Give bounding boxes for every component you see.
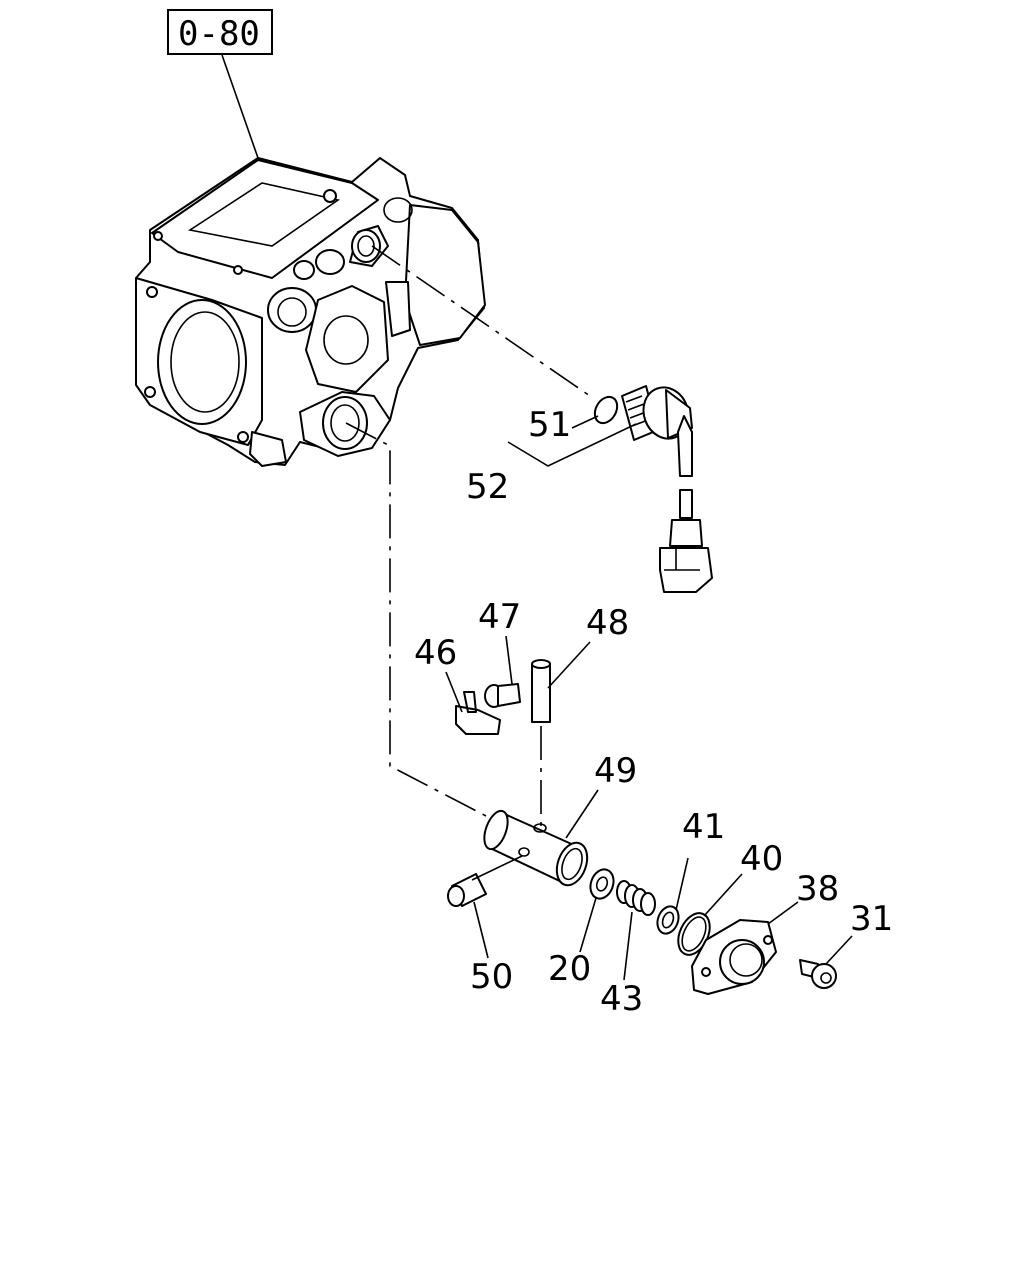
callout-52[interactable]: 52 <box>466 467 509 507</box>
callout-46[interactable]: 46 <box>414 633 457 673</box>
callout-20[interactable]: 20 <box>548 949 591 989</box>
screw-47[interactable] <box>484 683 521 708</box>
pin-48[interactable] <box>531 659 551 723</box>
cover-38[interactable] <box>691 919 777 995</box>
callout-51[interactable]: 51 <box>528 405 571 445</box>
sleeve-49[interactable] <box>480 808 593 890</box>
callout-41[interactable]: 41 <box>682 807 725 847</box>
callout-43[interactable]: 43 <box>600 979 643 1019</box>
spring-43[interactable] <box>616 880 656 916</box>
callout-50[interactable]: 50 <box>470 957 513 997</box>
callout-40[interactable]: 40 <box>740 839 783 879</box>
reference-box[interactable]: 0-80 <box>167 9 273 55</box>
callout-31[interactable]: 31 <box>850 899 893 939</box>
sensor-52[interactable] <box>621 381 713 593</box>
washer-20[interactable] <box>587 866 618 902</box>
callout-48[interactable]: 48 <box>586 603 629 643</box>
throttle-body <box>135 157 486 467</box>
o-ring-51[interactable] <box>590 393 621 427</box>
reference-label: 0-80 <box>178 14 260 54</box>
callout-38[interactable]: 38 <box>796 869 839 909</box>
callout-47[interactable]: 47 <box>478 597 521 637</box>
clip-46[interactable] <box>455 691 501 735</box>
callout-49[interactable]: 49 <box>594 751 637 791</box>
bolt-31[interactable] <box>799 959 837 989</box>
bushing-50[interactable] <box>447 873 487 907</box>
o-ring-41[interactable] <box>654 903 682 936</box>
